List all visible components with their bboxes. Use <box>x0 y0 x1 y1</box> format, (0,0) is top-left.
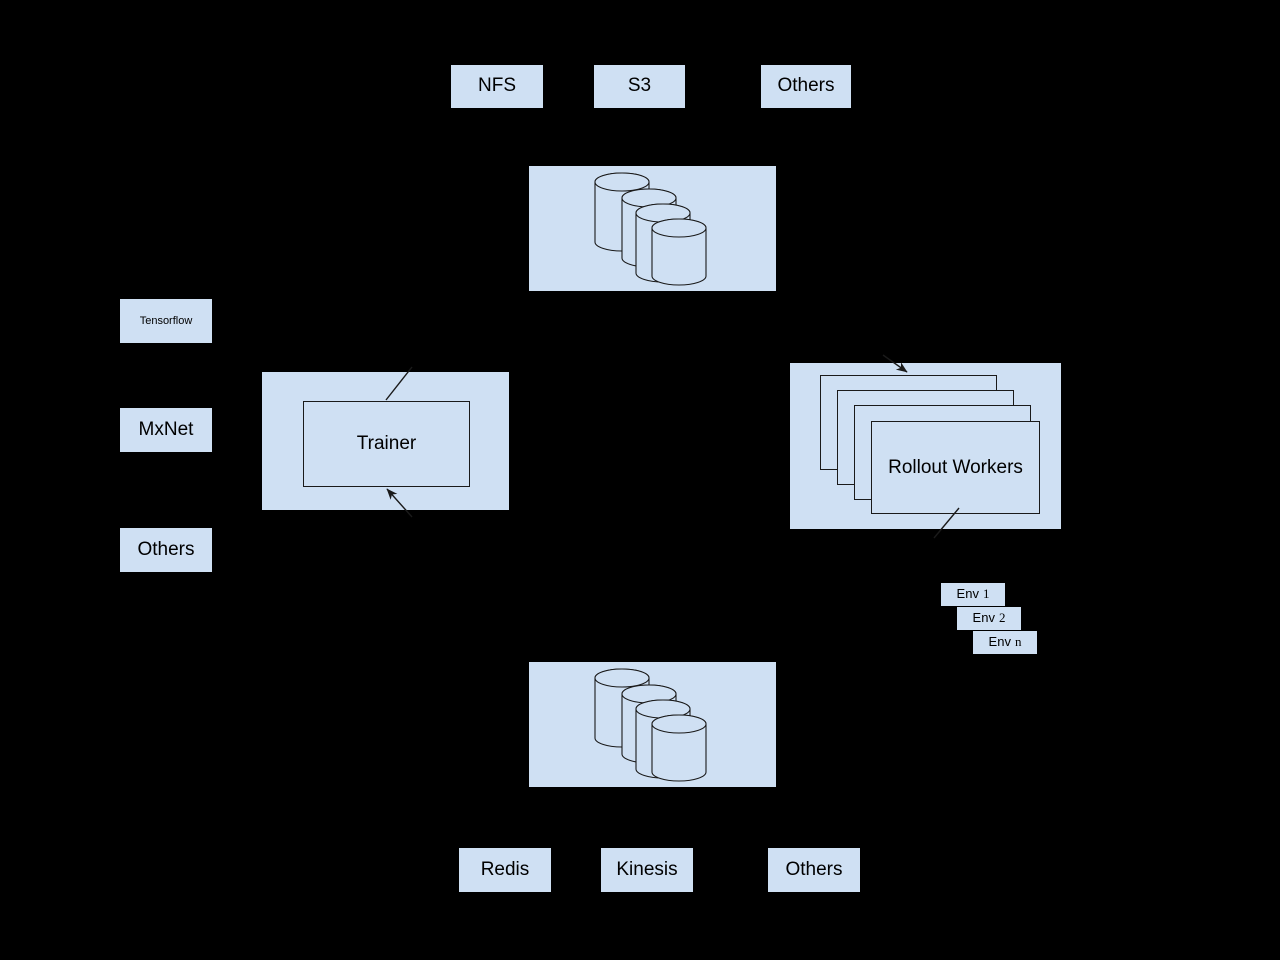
framework-node-label: Others <box>137 538 195 560</box>
trainer-label: Trainer <box>356 433 417 454</box>
env-label: Env <box>988 634 1011 650</box>
storage-node-label: S3 <box>627 75 652 97</box>
env-label: Env <box>972 610 995 626</box>
framework-node-tensorflow[interactable]: Tensorflow <box>120 299 212 343</box>
env-index: n <box>1014 634 1022 650</box>
storage-node-others-top[interactable]: Others <box>761 65 851 108</box>
env-box-2[interactable]: Env 2 <box>957 607 1021 630</box>
env-box-n[interactable]: Env n <box>973 631 1037 654</box>
storage-node-label: Kinesis <box>616 858 678 880</box>
storage-node-label: Redis <box>480 858 530 880</box>
framework-node-label: Tensorflow <box>139 314 193 327</box>
storage-node-redis[interactable]: Redis <box>459 848 551 892</box>
trainer-box[interactable]: Trainer <box>303 401 470 487</box>
env-label: Env <box>956 586 979 602</box>
framework-node-label: MxNet <box>138 418 194 440</box>
framework-node-others[interactable]: Others <box>120 528 212 572</box>
storage-node-s3[interactable]: S3 <box>594 65 685 108</box>
rollout-workers-box[interactable]: Rollout Workers <box>871 421 1040 514</box>
framework-node-mxnet[interactable]: MxNet <box>120 408 212 452</box>
storage-node-label: Others <box>785 858 843 880</box>
storage-node-kinesis[interactable]: Kinesis <box>601 848 693 892</box>
database-cluster-top-panel <box>529 166 776 291</box>
storage-node-label: Others <box>777 75 835 97</box>
database-cluster-bottom-panel <box>529 662 776 787</box>
storage-node-nfs[interactable]: NFS <box>451 65 543 108</box>
database-cylinders-top <box>594 172 707 286</box>
rollout-workers-label: Rollout Workers <box>888 456 1023 478</box>
storage-node-others-bottom[interactable]: Others <box>768 848 860 892</box>
database-cylinders-bottom <box>594 668 707 782</box>
env-index: 2 <box>998 610 1006 626</box>
env-index: 1 <box>982 586 990 602</box>
env-box-1[interactable]: Env 1 <box>941 583 1005 606</box>
storage-node-label: NFS <box>478 75 516 97</box>
